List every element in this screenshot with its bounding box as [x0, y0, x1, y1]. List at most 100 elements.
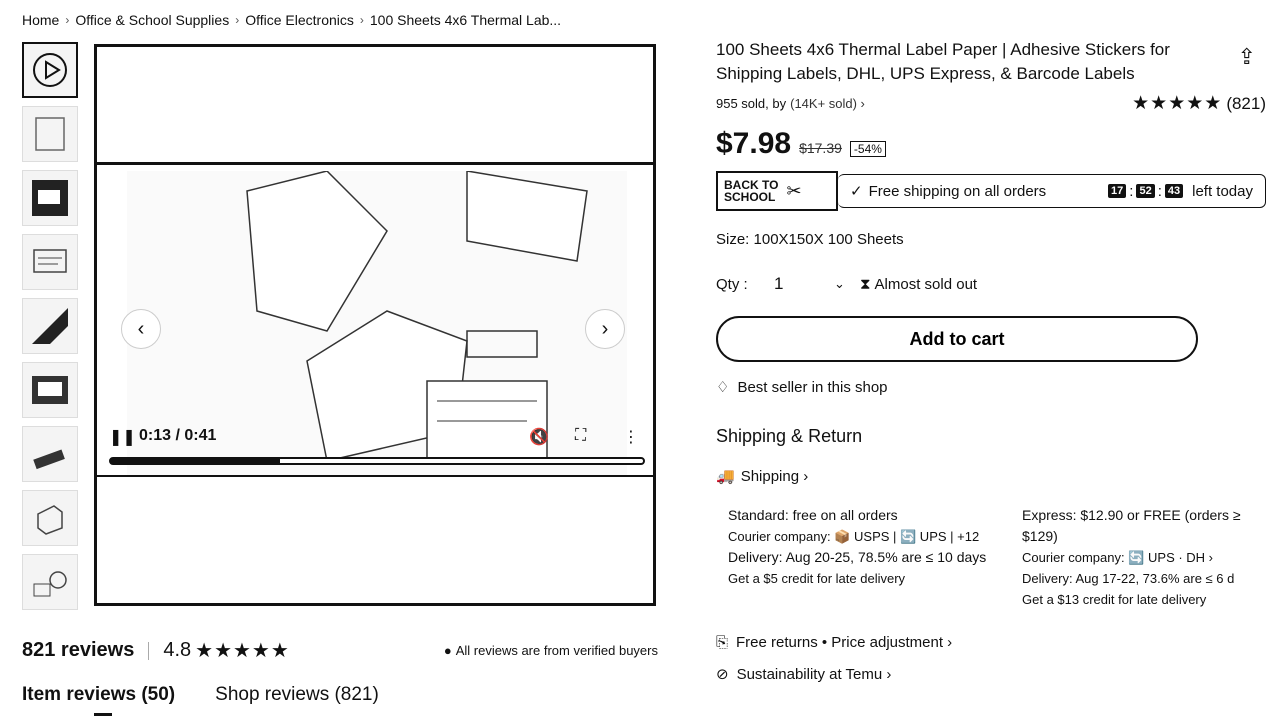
play-icon: [33, 53, 67, 87]
standard-delivery: Delivery: Aug 20-25, 78.5% are ≤ 10 days: [728, 549, 987, 565]
product-video-player[interactable]: ‹ › ❚❚ 0:13 / 0:41 🔇 ⛶ ⋮: [94, 44, 656, 606]
tab-item-reviews[interactable]: Item reviews (50): [22, 684, 176, 716]
size-selection[interactable]: Size: 100X150X 100 Sheets: [716, 231, 904, 248]
express-courier: Courier company: 🔄 UPS · DH ›: [1022, 550, 1214, 565]
thumbnail-image[interactable]: [22, 554, 78, 610]
breadcrumb-separator: ›: [235, 13, 240, 27]
sold-count: 955 sold, by: [716, 96, 787, 111]
label-box-icon: [37, 505, 63, 535]
qty-value[interactable]: 1: [774, 274, 784, 293]
chevron-down-icon[interactable]: ⌄: [834, 276, 845, 291]
sustainability-text: Sustainability at Temu ›: [736, 665, 892, 683]
verified-check-icon: ●: [443, 643, 452, 658]
thumbnail-image[interactable]: [22, 362, 78, 418]
chevron-right-icon: ›: [601, 317, 609, 340]
sustainability-link[interactable]: ⊘ Sustainability at Temu ›: [716, 665, 1266, 684]
leaf-icon: ⊘: [716, 666, 729, 683]
timer-suffix: left today: [1192, 182, 1253, 200]
shipping-return-title: Shipping & Return: [716, 426, 863, 446]
breadcrumb-current: 100 Sheets 4x6 Thermal Lab...: [369, 12, 562, 28]
current-price: $7.98: [716, 127, 792, 160]
video-time: 0:13 / 0:41: [139, 427, 217, 444]
breadcrumb-home[interactable]: Home: [22, 12, 60, 28]
standard-line: Standard: free on all orders: [728, 507, 898, 523]
breadcrumb: Home › Office & School Supplies › Office…: [22, 12, 561, 28]
stock-text: Almost sold out: [874, 275, 978, 293]
check-icon: ✓: [850, 183, 863, 200]
thumbnail-image[interactable]: [22, 490, 78, 546]
label-sheet-icon: [33, 249, 67, 273]
next-image-button[interactable]: ›: [585, 309, 625, 349]
rating-stars: ★★★★★: [1132, 93, 1223, 114]
returns-icon: ⎘: [716, 634, 729, 651]
chevron-left-icon: ‹: [137, 317, 145, 340]
express-shipping[interactable]: Express: $12.90 or FREE (orders ≥ $129) …: [1022, 505, 1262, 610]
tab-shop-reviews[interactable]: Shop reviews (821): [215, 684, 379, 705]
mute-icon[interactable]: 🔇: [529, 429, 549, 446]
free-shipping-text: Free shipping on all orders: [868, 182, 1047, 200]
shipping-options: Standard: free on all orders Courier com…: [716, 505, 1266, 610]
breadcrumb-office-electronics[interactable]: Office Electronics: [245, 12, 354, 28]
promo-row: BACK TO SCHOOL ✂ ✓ Free shipping on all …: [716, 171, 1266, 211]
label-clock-icon: [33, 571, 67, 597]
video-bottom-band: [97, 475, 653, 603]
reviews-count[interactable]: 821 reviews: [22, 639, 135, 661]
thumbnail-image[interactable]: [22, 298, 78, 354]
quantity-row: Qty : 1 ⌄ ⧗ Almost sold out: [716, 274, 1266, 294]
rating-count: (821): [1226, 93, 1266, 113]
verified-note: ● All reviews are from verified buyers: [444, 643, 658, 658]
sold-row: 955 sold, by (14K+ sold) › ★★★★★ (821): [716, 92, 1266, 115]
rating-stars: ★★★★★: [195, 640, 290, 662]
free-returns-link[interactable]: ⎘ Free returns • Price adjustment ›: [716, 634, 1266, 651]
express-credit: Get a $13 credit for late delivery: [1022, 592, 1207, 607]
label-peel-icon: [32, 308, 68, 344]
fullscreen-icon[interactable]: ⛶: [575, 427, 587, 444]
thumbnail-image[interactable]: [22, 234, 78, 290]
verified-text: All reviews are from verified buyers: [455, 643, 658, 658]
flame-icon: ♢: [716, 379, 730, 396]
truck-icon: 🚚: [716, 468, 735, 485]
timer-hours: 17: [1108, 184, 1127, 198]
video-controls: ❚❚ 0:13 / 0:41 🔇 ⛶ ⋮: [109, 427, 645, 467]
seller-link[interactable]: (14K+ sold) ›: [790, 96, 865, 111]
price-row: $7.98 $17.39 -54%: [716, 127, 1266, 161]
qty-label: Qty :: [716, 275, 748, 293]
more-options-icon[interactable]: ⋮: [623, 429, 639, 446]
label-printer-icon: [32, 376, 68, 404]
thumbnail-image[interactable]: [22, 170, 78, 226]
express-delivery: Delivery: Aug 17-22, 73.6% are ≤ 6 d: [1022, 571, 1235, 586]
best-seller-note: ♢ Best seller in this shop: [716, 378, 1266, 397]
thumbnail-video[interactable]: [22, 42, 78, 98]
product-rating[interactable]: ★★★★★ (821): [1128, 92, 1266, 115]
stock-status: ⧗ Almost sold out: [860, 276, 977, 293]
original-price: $17.39: [799, 140, 842, 156]
add-to-cart-button[interactable]: Add to cart: [716, 316, 1198, 362]
thumbnail-image[interactable]: [22, 426, 78, 482]
shipping-link[interactable]: 🚚 Shipping ›: [716, 467, 1266, 486]
share-icon[interactable]: ⇪: [1237, 44, 1256, 69]
review-tabs: Item reviews (50) Shop reviews (821): [22, 684, 379, 716]
badge-line: SCHOOL: [724, 190, 776, 204]
video-top-band: [97, 47, 653, 165]
pause-button[interactable]: ❚❚: [109, 429, 136, 446]
label-roll-icon: [35, 117, 65, 151]
thumbnail-image[interactable]: [22, 106, 78, 162]
video-progress-fill: [111, 459, 280, 463]
previous-image-button[interactable]: ‹: [121, 309, 161, 349]
divider: [148, 641, 150, 660]
thumbnail-strip: [22, 42, 80, 618]
product-info: 100 Sheets 4x6 Thermal Label Paper | Adh…: [716, 38, 1266, 683]
breadcrumb-office-school[interactable]: Office & School Supplies: [75, 12, 230, 28]
video-progress-bar[interactable]: [109, 457, 645, 465]
label-hand-icon: [33, 449, 65, 470]
scissors-icon: ✂: [786, 181, 802, 201]
best-seller-text: Best seller in this shop: [737, 378, 888, 396]
express-line: Express: $12.90 or FREE (orders ≥ $129): [1022, 507, 1241, 544]
standard-credit: Get a $5 credit for late delivery: [728, 571, 906, 586]
video-content-image: [127, 171, 627, 475]
countdown-timer: 17: 52: 43 left today: [1108, 183, 1253, 200]
average-rating: 4.8: [163, 639, 192, 661]
label-stack-icon: [32, 180, 68, 216]
timer-seconds: 43: [1164, 184, 1184, 198]
back-to-school-badge: BACK TO SCHOOL ✂: [716, 171, 838, 211]
